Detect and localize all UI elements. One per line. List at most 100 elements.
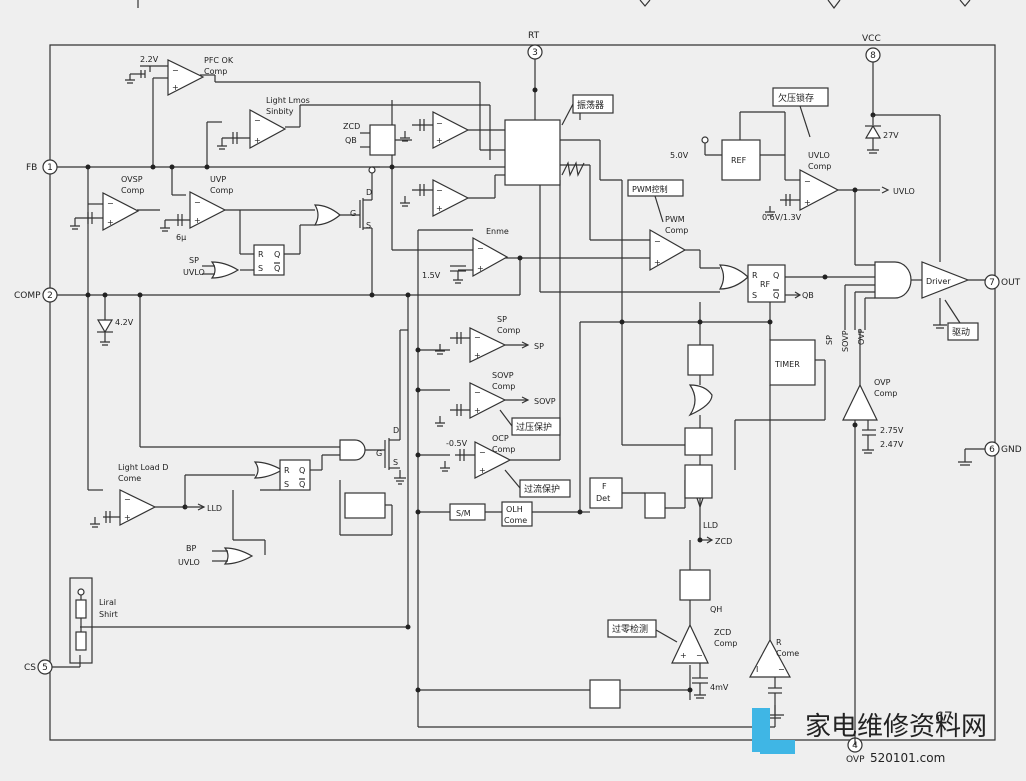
svg-text:−: − <box>474 333 481 342</box>
svg-text:SP: SP <box>497 315 507 324</box>
uvlo-block: 欠压锁存 REF 5.0V − + UVLO Comp 0.6V/1.3V UV… <box>670 87 915 222</box>
svg-text:+: + <box>107 218 114 227</box>
svg-text:S: S <box>752 291 757 300</box>
main-rs-latch: R RF S Q Q QB <box>747 264 814 303</box>
light-lmos-comparator: − + Light Lmos Sinbity <box>217 96 310 150</box>
svg-text:−: − <box>696 651 703 660</box>
svg-text:7: 7 <box>989 278 995 288</box>
svg-text:VCC: VCC <box>862 34 881 44</box>
svg-text:欠压锁存: 欠压锁存 <box>778 92 814 104</box>
lld-rs-latch: R S Q Q <box>279 459 311 491</box>
outer-frame <box>49 0 996 741</box>
svg-text:+: + <box>477 264 484 273</box>
svg-text:1.5V: 1.5V <box>422 271 441 280</box>
svg-text:Q: Q <box>299 480 305 489</box>
svg-text:Shirt: Shirt <box>99 610 118 619</box>
svg-text:ZCD: ZCD <box>343 122 360 131</box>
svg-text:4mV: 4mV <box>710 683 729 692</box>
svg-text:Light Lmos: Light Lmos <box>266 96 310 105</box>
svg-text:F: F <box>602 482 607 491</box>
sp-comparator: − + SP Comp SP <box>435 315 544 363</box>
pin-comp: 2 COMP <box>14 287 58 303</box>
svg-text:67: 67 <box>935 710 953 726</box>
svg-text:Enme: Enme <box>486 227 509 236</box>
svg-text:UVLO: UVLO <box>808 151 830 160</box>
svg-text:−: − <box>804 177 811 186</box>
uvp-rs-latch: R S Q Q <box>253 244 285 276</box>
svg-text:过压保护: 过压保护 <box>516 421 552 433</box>
svg-text:4: 4 <box>852 741 858 751</box>
svg-text:−: − <box>654 237 661 246</box>
light-load-comparator: − + Light Load D Come LLD <box>90 463 222 528</box>
junction-dots <box>85 87 876 693</box>
lld-or-gate <box>253 461 284 479</box>
svg-text:S/M: S/M <box>456 509 471 518</box>
svg-text:−: − <box>477 244 484 253</box>
pwm-comparator: − + PWM Comp PWM控制 <box>627 179 688 272</box>
svg-text:UVLO: UVLO <box>178 558 200 567</box>
pin-fb: 1 FB <box>26 159 58 175</box>
svg-text:+: + <box>474 351 481 360</box>
svg-text:QB: QB <box>345 136 357 145</box>
svg-text:+: + <box>436 136 443 145</box>
svg-text:−: − <box>107 199 114 208</box>
svg-text:Comp: Comp <box>121 186 144 195</box>
svg-text:2: 2 <box>47 291 53 301</box>
svg-text:Driver: Driver <box>926 277 951 286</box>
svg-text:TIMER: TIMER <box>774 360 800 369</box>
svg-text:SOVP: SOVP <box>492 371 514 380</box>
svg-text:−: − <box>479 448 486 457</box>
svg-text:−: − <box>436 119 443 128</box>
svg-text:LLD: LLD <box>703 521 718 530</box>
svg-text:5.0V: 5.0V <box>670 151 689 160</box>
zener-vcc-27v: 27V <box>864 115 899 154</box>
svg-text:+: + <box>479 466 486 475</box>
svg-text:2.2V: 2.2V <box>140 55 159 64</box>
lineal-shirt-block: Liral Shirt <box>69 577 118 664</box>
r-come-comparator: I − R Come <box>748 638 799 719</box>
svg-text:OVP: OVP <box>857 328 866 345</box>
svg-text:Comp: Comp <box>497 326 520 335</box>
pin-out: 7 OUT <box>984 274 1021 290</box>
svg-text:GND: GND <box>1001 445 1022 455</box>
svg-text:家电维修资料网: 家电维修资料网 <box>805 712 987 742</box>
svg-text:G: G <box>376 449 382 458</box>
svg-text:−: − <box>124 495 131 504</box>
svg-text:OVP: OVP <box>846 755 865 765</box>
pwm-or-gate <box>718 264 749 290</box>
svg-text:R: R <box>752 271 758 280</box>
sm-block: S/M <box>449 503 486 521</box>
svg-text:3: 3 <box>532 48 538 58</box>
svg-text:+: + <box>654 258 661 267</box>
svg-text:SOVP: SOVP <box>841 330 850 352</box>
svg-text:OUT: OUT <box>1001 278 1021 288</box>
svg-text:Q: Q <box>274 264 280 273</box>
svg-text:Q: Q <box>773 291 779 300</box>
svg-text:6: 6 <box>989 445 995 455</box>
svg-text:驱动: 驱动 <box>952 327 970 338</box>
svg-text:-0.5V: -0.5V <box>446 439 468 448</box>
svg-text:−: − <box>778 665 785 674</box>
svg-text:SP: SP <box>534 342 544 351</box>
logic-chain: LLD ZCD QH <box>679 344 732 614</box>
svg-text:OCP: OCP <box>492 434 509 443</box>
svg-text:−: − <box>474 388 481 397</box>
svg-text:520101.com: 520101.com <box>870 751 945 765</box>
zcd-aux-block <box>589 679 621 709</box>
svg-text:2.47V: 2.47V <box>880 440 904 449</box>
gnd-symbol <box>958 461 972 466</box>
svg-text:Come: Come <box>118 474 141 483</box>
lld-input-or-gate: BP UVLO <box>178 544 254 567</box>
svg-text:Comp: Comp <box>204 67 227 76</box>
svg-text:Comp: Comp <box>210 186 233 195</box>
svg-text:S: S <box>258 264 263 273</box>
pin-vcc: 8 VCC <box>862 34 881 63</box>
svg-text:SOVP: SOVP <box>534 397 556 406</box>
svg-text:RT: RT <box>528 31 540 41</box>
wiring <box>52 59 985 745</box>
svg-text:Q: Q <box>773 271 779 280</box>
svg-text:振荡器: 振荡器 <box>577 99 604 111</box>
zcd-comparator: + − ZCD Comp 4mV 过零检测 <box>607 619 737 699</box>
svg-text:Comp: Comp <box>665 226 688 235</box>
mosfet2-and-gate <box>339 439 366 461</box>
